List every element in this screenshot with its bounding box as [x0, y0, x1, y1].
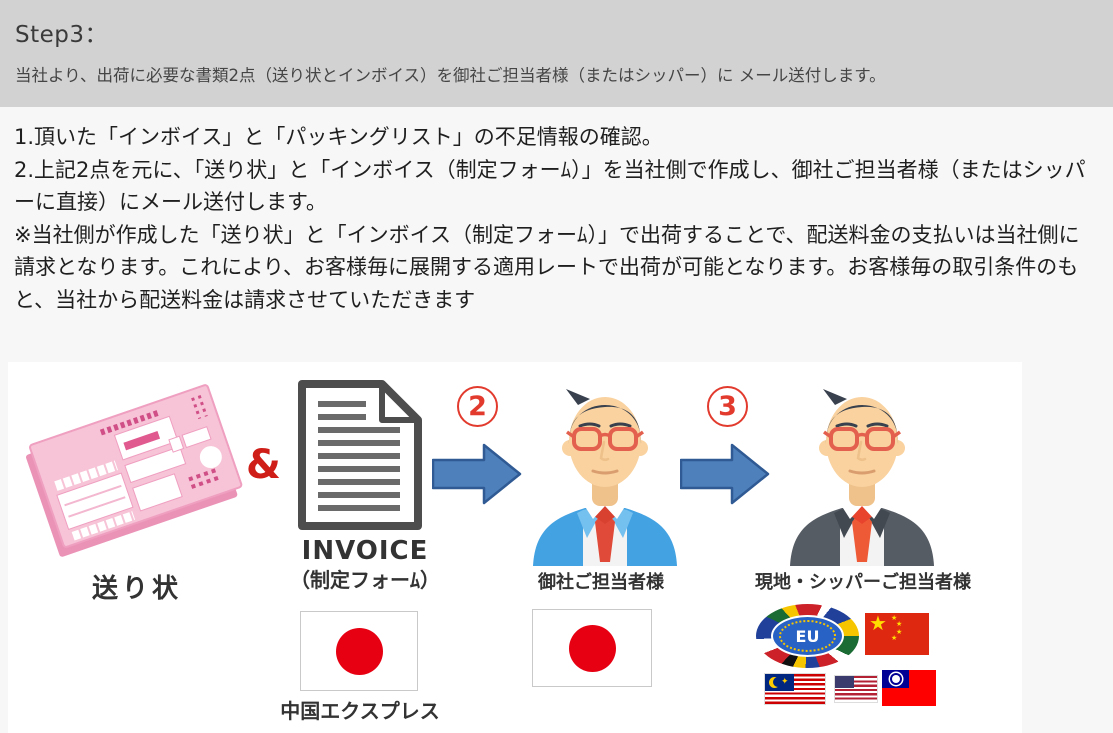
invoice-document-icon: [298, 380, 422, 530]
ampersand-symbol: &: [246, 442, 281, 488]
arrow-right-icon: [680, 443, 770, 505]
shipping-label-icon: [26, 384, 243, 557]
taiwan-flag-icon: [882, 670, 936, 706]
process-diagram: 送り状 & INVOICE （制定フォーﾑ） 2: [8, 362, 1022, 733]
step-subtitle: 当社より、出荷に必要な書類2点（送り状とインボイス）を御社ご担当者様（またはシッ…: [15, 66, 886, 85]
instruction-item-1: 1.頂いた「インボイス」と「パッキングリスト」の不足情報の確認。: [14, 125, 663, 149]
instructions: 1.頂いた「インボイス」と「パッキングリスト」の不足情報の確認。 2.上記2点を…: [0, 107, 1113, 317]
malaysia-flag-icon: ✦: [764, 673, 826, 705]
eu-stars-ring: [779, 620, 836, 652]
japan-flag-icon: [300, 611, 418, 691]
invoice-caption: INVOICE: [301, 536, 429, 566]
instruction-note: ※当社側が作成した「送り状」と「インボイス（制定フォーﾑ）」で出荷することで、配…: [14, 222, 1080, 312]
step-2-number: 2: [468, 391, 487, 422]
shipper-contact-caption: 現地・シッパーご担当者様: [755, 572, 971, 593]
usa-flag-icon: [834, 675, 878, 703]
japan-flag-caption: 中国エクスプレス: [280, 699, 440, 723]
step-header: Step3： 当社より、出荷に必要な書類2点（送り状とインボイス）を御社ご担当者…: [0, 0, 1113, 107]
step-title: Step3：: [15, 22, 109, 48]
japan-flag-icon: [532, 609, 652, 687]
eu-badge-oval: EU: [771, 615, 844, 657]
company-contact-avatar: [533, 389, 677, 566]
china-flag-icon: ★ ★ ★ ★ ★: [865, 613, 929, 655]
arrow-right-icon: [432, 443, 522, 505]
japan-flag-sun: [568, 624, 616, 672]
invoice-caption-sub: （制定フォーﾑ）: [290, 568, 440, 592]
japan-flag-sun: [335, 627, 383, 675]
shipper-contact-avatar: [790, 389, 934, 566]
step-3-number: 3: [718, 391, 737, 422]
step-2-badge: 2: [457, 386, 498, 427]
eu-flags-badge: EU: [756, 604, 859, 668]
shipping-label-caption: 送り状: [91, 574, 183, 604]
company-contact-caption: 御社ご担当者様: [538, 572, 664, 593]
instruction-item-2: 2.上記2点を元に、「送り状」と「インボイス（制定フォーﾑ）」を当社側で作成し、…: [14, 157, 1086, 215]
step-3-badge: 3: [707, 386, 748, 427]
